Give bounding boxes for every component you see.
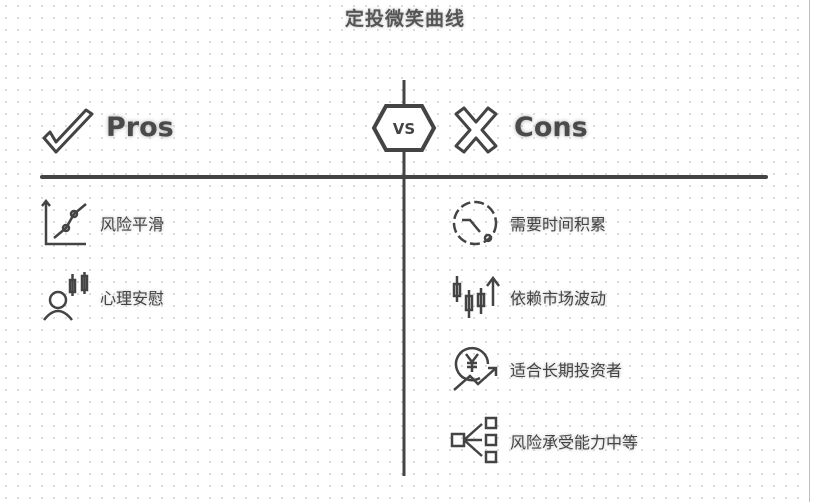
cons-item-label: 风险承受能力中等 [510, 433, 639, 452]
pros-item: 心理安慰 [40, 272, 164, 322]
clock-trend-icon [452, 200, 498, 246]
check-icon [42, 108, 94, 154]
vs-badge: VS [371, 104, 437, 152]
cons-item-label: 适合长期投资者 [510, 361, 623, 380]
distribution-icon [450, 416, 498, 464]
pros-item-label: 风险平滑 [100, 215, 165, 234]
pros-item-label: 心理安慰 [100, 289, 165, 308]
chart-line-icon [41, 198, 87, 246]
pros-header: Pros [106, 112, 174, 143]
cons-item-label: 需要时间积累 [510, 215, 607, 234]
candlestick-up-icon [452, 275, 500, 318]
window-edge [809, 0, 816, 502]
cons-item-label: 依赖市场波动 [510, 289, 607, 308]
x-icon [454, 106, 498, 154]
cons-item: 风险承受能力中等 [450, 416, 638, 466]
cons-item: 需要时间积累 [450, 198, 606, 248]
pros-item: 风险平滑 [40, 198, 164, 248]
cons-header: Cons [514, 112, 588, 143]
vs-label: VS [393, 120, 415, 138]
cons-item: 依赖市场波动 [450, 272, 606, 322]
yen-growth-icon [453, 346, 498, 391]
person-candlestick-icon [43, 272, 89, 321]
cons-item: 适合长期投资者 [450, 344, 622, 394]
page-title: 定投微笑曲线 [344, 8, 465, 30]
